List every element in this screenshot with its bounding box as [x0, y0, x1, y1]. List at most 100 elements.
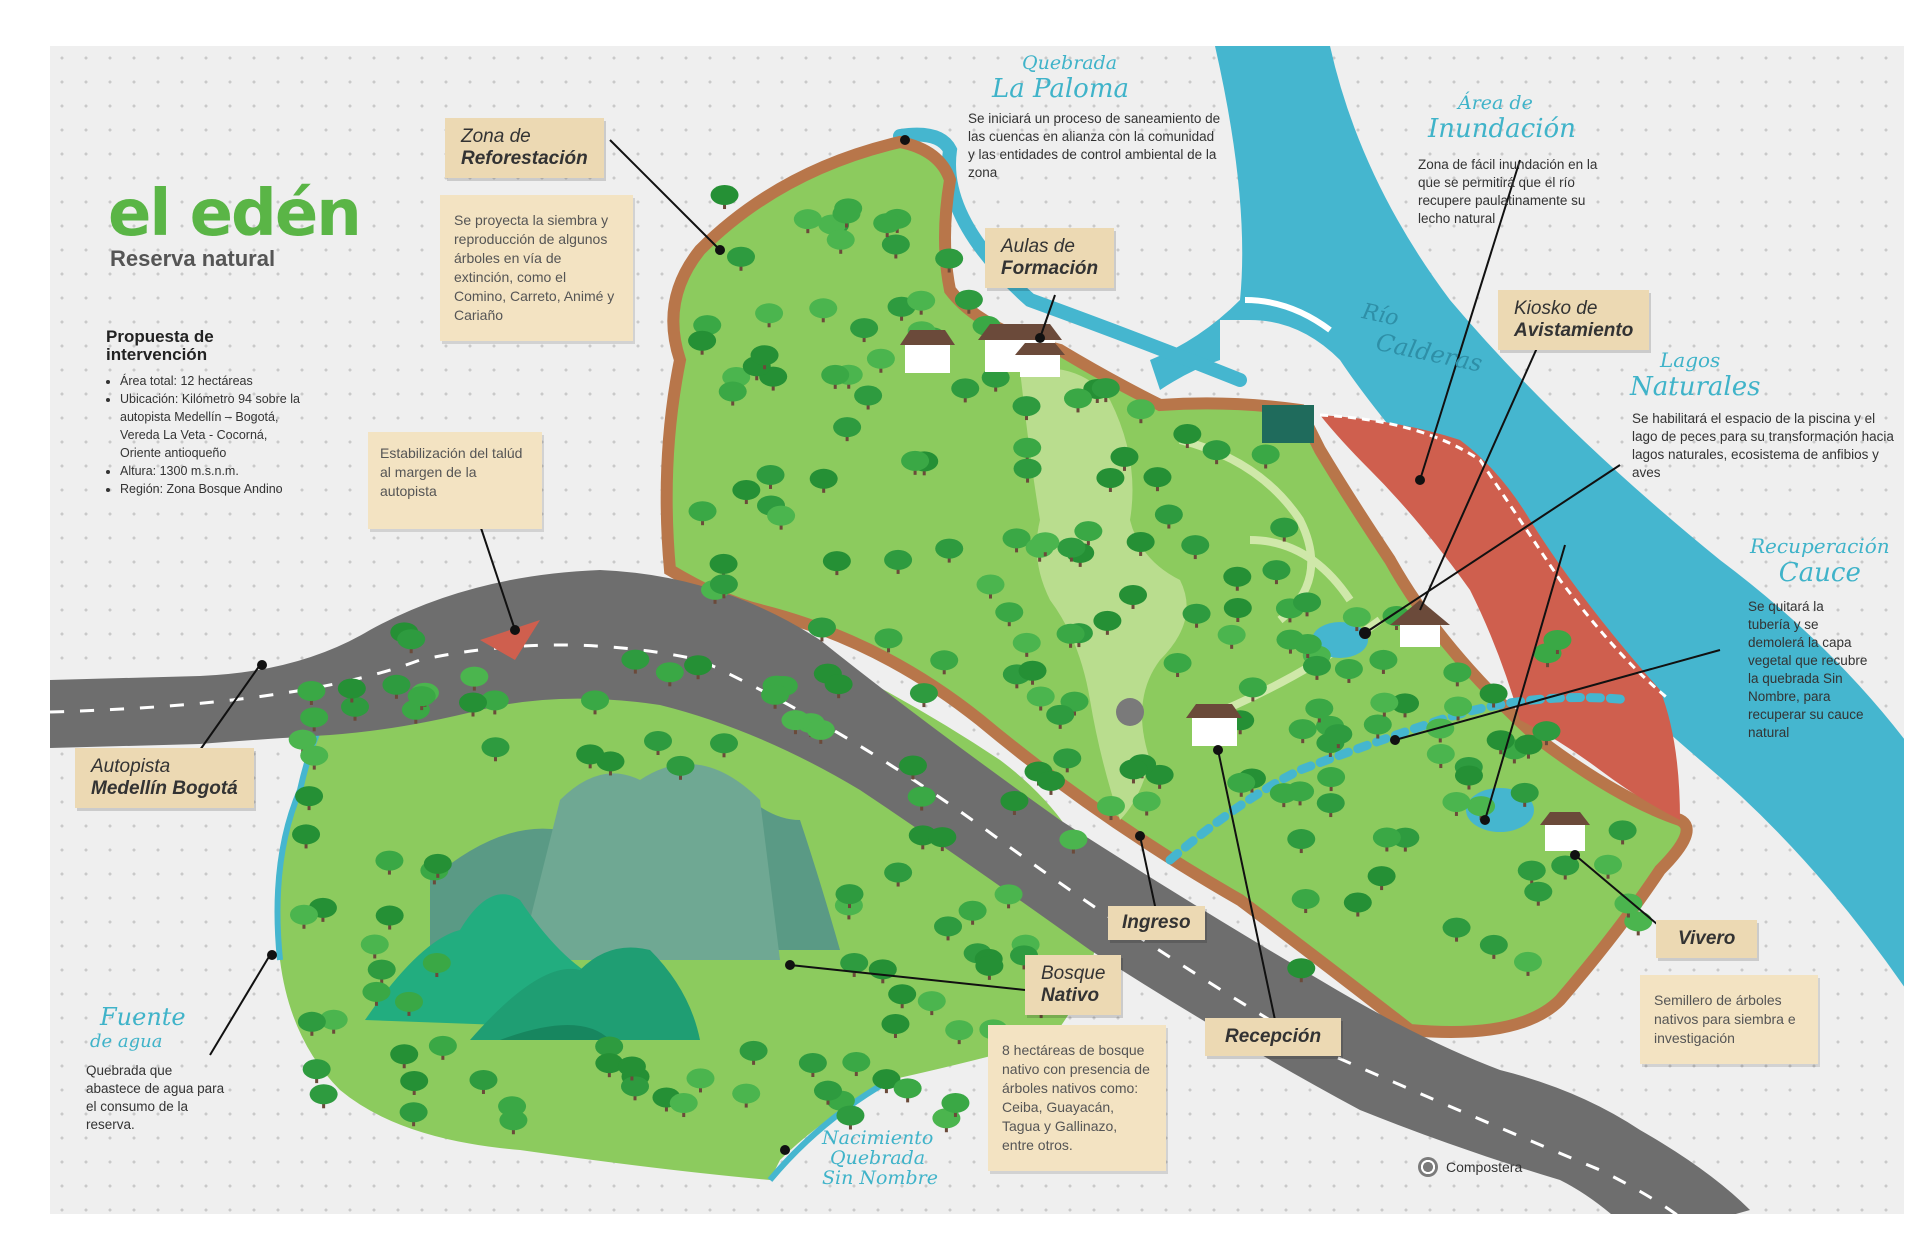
tree [309, 1084, 338, 1109]
mountains [365, 764, 840, 1040]
compostera-label: Compostera [1446, 1159, 1523, 1175]
tree [898, 755, 927, 780]
tree [932, 1108, 961, 1133]
tag-ingreso: Ingreso [1108, 906, 1205, 940]
tree [1305, 698, 1334, 723]
tree [1091, 378, 1120, 403]
tag-aulas: Aulas de Formación [985, 228, 1115, 288]
tree [813, 1080, 842, 1105]
tree [341, 696, 370, 721]
tree [958, 900, 987, 925]
tree [995, 602, 1024, 627]
tree [1443, 662, 1472, 687]
tree [1163, 653, 1192, 678]
tree [1551, 855, 1580, 880]
tree [756, 464, 785, 489]
tree [1270, 517, 1299, 542]
tree [709, 553, 738, 578]
map-frame [50, 46, 1904, 1214]
proposal-panel: Propuesta de intervención Área total: 12… [106, 328, 306, 498]
tree [595, 1053, 624, 1078]
vivero-label: Vivero [1678, 928, 1736, 949]
tree [481, 737, 510, 762]
tag-autopista: Autopista Medellín Bogotá [75, 748, 254, 808]
paloma-line2: La Paloma [992, 74, 1129, 104]
tree [688, 330, 717, 355]
tree [297, 1011, 326, 1036]
tree [1287, 958, 1316, 983]
tree [382, 674, 411, 699]
aulas-buildings [900, 324, 1065, 377]
kiosk-building [1262, 405, 1314, 443]
tree [1018, 660, 1047, 685]
tree [621, 1076, 650, 1101]
tree [934, 916, 963, 941]
tree [1293, 592, 1322, 617]
tree [833, 417, 862, 442]
nacimiento-line2: Quebrada [830, 1147, 926, 1169]
tree [1288, 719, 1317, 744]
note-estabilizacion: Estabilización del talúd al margen de la… [368, 432, 542, 529]
tree [1367, 866, 1396, 891]
tree [726, 246, 755, 271]
tree [1608, 820, 1637, 845]
tree [732, 1083, 761, 1108]
compost-icon [1418, 1157, 1438, 1177]
ingreso-label: Ingreso [1122, 912, 1191, 933]
tree [666, 755, 695, 780]
tree [1594, 854, 1623, 879]
vivero-building [1540, 812, 1590, 851]
tree [1126, 399, 1155, 424]
tree [1317, 767, 1346, 792]
tree [1342, 607, 1371, 632]
flood-area [1320, 415, 1680, 820]
tree [1291, 889, 1320, 914]
tree [874, 628, 903, 653]
tree [1056, 623, 1085, 648]
tree [300, 707, 329, 732]
tree [1223, 566, 1252, 591]
quebrada-sin-nombre-dotted [1165, 693, 1635, 865]
note-reforestacion: Se proyecta la siembra y reproducción de… [440, 195, 633, 341]
tree [1624, 911, 1653, 936]
tree [292, 824, 321, 849]
tree [1126, 531, 1155, 556]
note-bosque: 8 hectáreas de bosque nativo con presenc… [988, 1025, 1166, 1171]
tree [761, 684, 790, 709]
tree [981, 367, 1010, 392]
tree [935, 248, 964, 273]
tree [1514, 734, 1543, 759]
label-recuperacion: Recuperación Cauce [1750, 534, 1890, 588]
aulas-line1: Aulas de [1001, 236, 1075, 257]
reserve-map [50, 46, 1904, 1214]
tree [954, 289, 983, 314]
tree [1293, 634, 1322, 659]
logo-text: el edén [108, 177, 362, 251]
tree [1262, 560, 1291, 585]
tree [1000, 790, 1029, 815]
tree [1442, 791, 1471, 816]
tree [1013, 437, 1042, 462]
tree [832, 203, 861, 228]
tree [767, 505, 796, 530]
tree [289, 904, 318, 929]
tree [873, 213, 902, 238]
tree [1316, 793, 1345, 818]
tree [821, 364, 850, 389]
tree [407, 686, 436, 711]
tree [1154, 504, 1183, 529]
tree [951, 378, 980, 403]
tree [337, 678, 366, 703]
reforestacion-line1: Zona de [461, 126, 531, 147]
tree [935, 538, 964, 563]
kiosko-line1: Kiosko de [1514, 298, 1598, 319]
tree [824, 674, 853, 699]
tree [400, 1070, 429, 1095]
tree [1510, 782, 1539, 807]
proposal-item-area: Área total: 12 hectáreas [120, 372, 306, 390]
tree [617, 1056, 646, 1081]
label-lagos: Lagos Naturales [1630, 348, 1760, 402]
tree [1182, 603, 1211, 628]
tree [709, 574, 738, 599]
tree [1173, 424, 1202, 449]
